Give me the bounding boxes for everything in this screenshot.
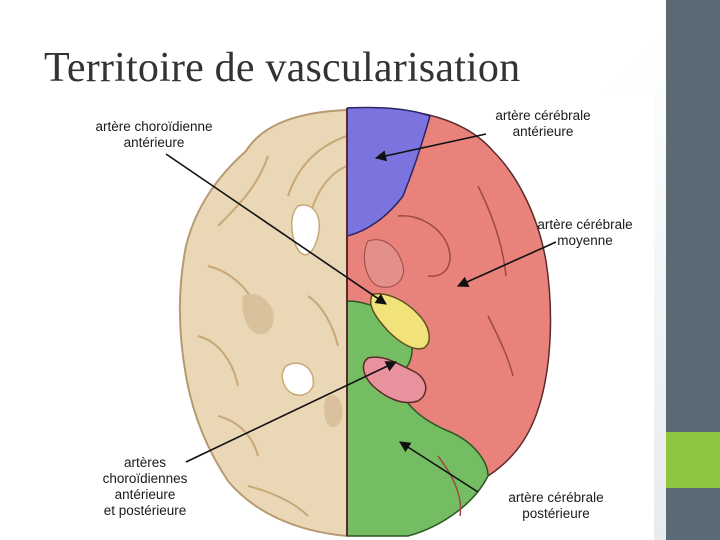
label-choroidal-arteries-line4: et postérieure xyxy=(80,503,210,519)
side-accent xyxy=(666,432,720,488)
slide-title: Territoire de vascularisation xyxy=(44,44,520,92)
label-choroidal-arteries-line1: artères xyxy=(80,455,210,471)
label-ant-choroidal: artère choroïdienne antérieure xyxy=(78,119,230,151)
label-choroidal-arteries-line3: antérieure xyxy=(80,487,210,503)
label-ant-cerebral-line2: antérieure xyxy=(476,124,610,140)
label-ant-cerebral: artère cérébrale antérieure xyxy=(476,108,610,140)
label-mid-cerebral: artère cérébrale moyenne xyxy=(518,217,652,249)
label-mid-cerebral-line1: artère cérébrale xyxy=(518,217,652,233)
label-ant-choroidal-line1: artère choroïdienne xyxy=(78,119,230,135)
label-post-cerebral-line1: artère cérébrale xyxy=(488,490,624,506)
label-choroidal-arteries: artères choroïdiennes antérieure et post… xyxy=(80,455,210,519)
label-post-cerebral-line2: postérieure xyxy=(488,506,624,522)
label-mid-cerebral-line2: moyenne xyxy=(518,233,652,249)
label-ant-choroidal-line2: antérieure xyxy=(78,135,230,151)
label-choroidal-arteries-line2: choroïdiennes xyxy=(80,471,210,487)
label-ant-cerebral-line1: artère cérébrale xyxy=(476,108,610,124)
label-post-cerebral: artère cérébrale postérieure xyxy=(488,490,624,522)
